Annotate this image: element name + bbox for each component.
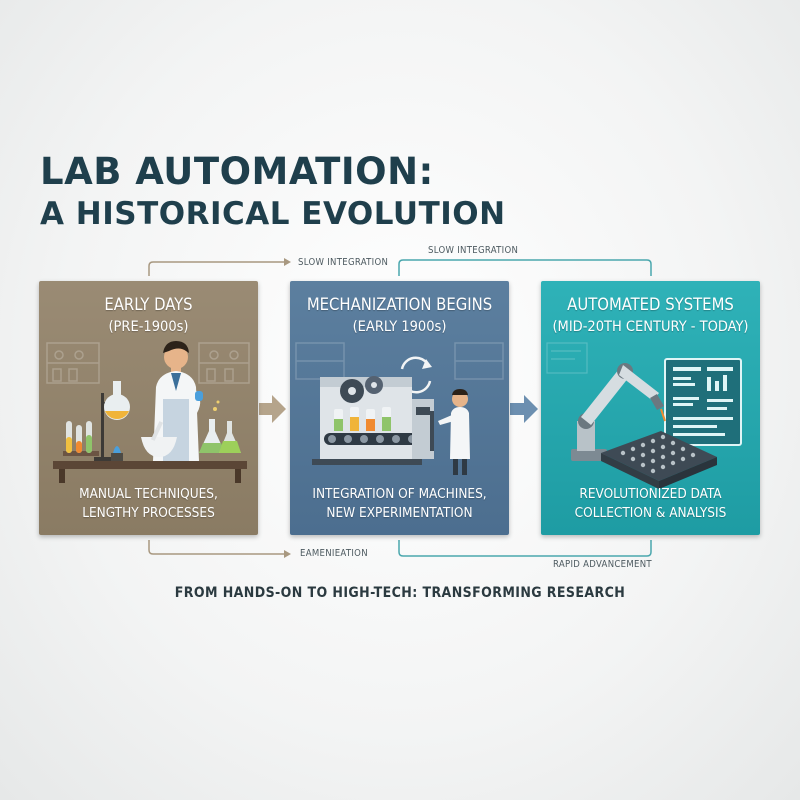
robot-arm-illustration	[546, 342, 742, 489]
page-title-line2: A HISTORICAL EVOLUTION	[40, 196, 506, 232]
panel-automated-systems: AUTOMATED SYSTEMS (MID-20TH CENTURY - TO…	[541, 281, 760, 535]
monitor-screen	[664, 358, 742, 446]
connector-top-right	[398, 259, 652, 276]
panel-automated-description: REVOLUTIONIZED DATA COLLECTION & ANALYSI…	[574, 486, 727, 521]
connector-top-left-arrowhead	[284, 258, 291, 266]
arrow-early-to-mechanization	[259, 395, 286, 423]
panel-mechanization-title: MECHANIZATION BEGINS	[306, 295, 493, 314]
panel-early-title: EARLY DAYS	[104, 295, 193, 314]
connector-bottom-right	[398, 540, 652, 557]
panel-mechanization-description: INTEGRATION OF MACHINES, NEW EXPERIMENTA…	[312, 486, 487, 521]
scientist-lab-illustration	[46, 341, 250, 483]
panel-automated-subtitle: (MID-20TH CENTURY - TODAY)	[552, 319, 749, 335]
panel-early-subtitle: (PRE-1900s)	[108, 319, 189, 335]
flow-label-bottom-left: EAMENIEATION	[300, 548, 368, 559]
connector-bottom-left	[148, 540, 284, 555]
page-title-line1: LAB AUTOMATION:	[40, 150, 434, 193]
flow-label-top-right: SLOW INTEGRATION	[428, 245, 519, 256]
panel-automated-title: AUTOMATED SYSTEMS	[567, 295, 734, 314]
tagline: FROM HANDS-ON TO HIGH-TECH: TRANSFORMING…	[174, 585, 626, 601]
flow-label-bottom-right: RAPID ADVANCEMENT	[553, 559, 652, 570]
panel-early-description: MANUAL TECHNIQUES, LENGTHY PROCESSES	[79, 486, 218, 521]
connector-top-left	[148, 261, 284, 276]
machine-illustration	[295, 342, 504, 475]
panel-mechanization-subtitle: (EARLY 1900s)	[352, 319, 447, 335]
panel-mechanization: MECHANIZATION BEGINS (EARLY 1900s) INTEG…	[290, 281, 509, 535]
flow-label-top-left: SLOW INTEGRATION	[298, 257, 389, 268]
arrow-mechanization-to-automated	[510, 395, 538, 423]
panel-early-days: EARLY DAYS (PRE-1900s) MANUAL TECHNIQUES…	[39, 281, 258, 535]
connector-bottom-left-arrowhead	[284, 550, 291, 558]
